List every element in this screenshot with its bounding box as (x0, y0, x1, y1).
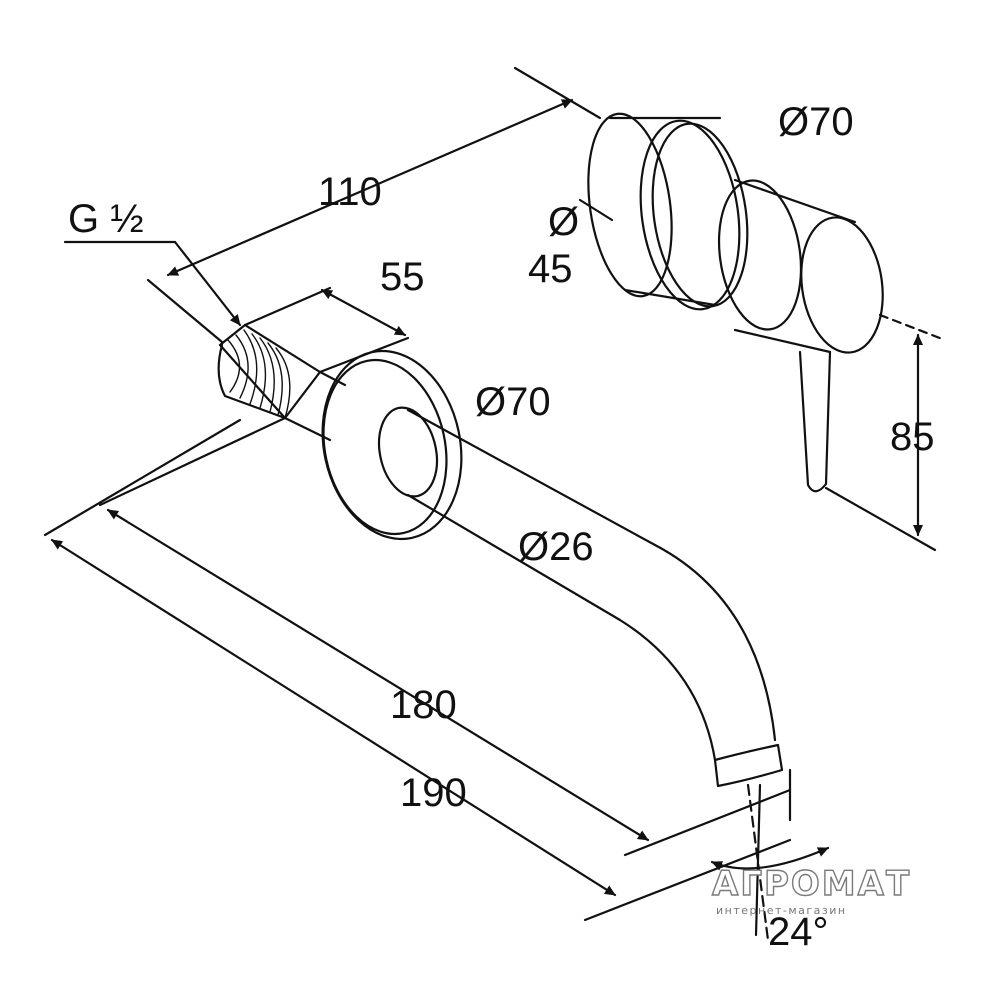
watermark-brand: АГРОМАТ (712, 864, 911, 904)
dimension-85-label: 85 (890, 415, 935, 459)
diameter-26-label: Ø26 (518, 525, 594, 569)
angle-24-lines (710, 783, 830, 942)
thread-label: G ½ (68, 197, 144, 241)
watermark-tagline: интернет-магазин (716, 904, 847, 917)
diameter-45-label: 45 (528, 247, 573, 291)
dimension-110-lines (146, 66, 602, 344)
dimension-55-lines (243, 286, 410, 374)
mixer-handle-drawing (587, 112, 884, 493)
diameter-70-top-label: Ø70 (778, 100, 854, 144)
thread-leader (63, 240, 242, 327)
dimension-110-label: 110 (318, 170, 382, 214)
watermark: АГРОМАТ интернет-магазин (711, 863, 911, 917)
diameter-45-leader (578, 198, 614, 222)
spout-drawing (217, 323, 784, 788)
diameter-70-flange-label: Ø70 (475, 380, 551, 424)
dimension-180-label: 180 (390, 683, 457, 727)
diameter-45-symbol: Ø (548, 200, 579, 244)
dimension-55-label: 55 (380, 255, 425, 299)
angle-24-label: 24° (768, 910, 829, 954)
dimension-190-lines (43, 418, 792, 922)
dimension-85-lines (824, 313, 947, 552)
dimension-190-label: 190 (400, 771, 467, 815)
